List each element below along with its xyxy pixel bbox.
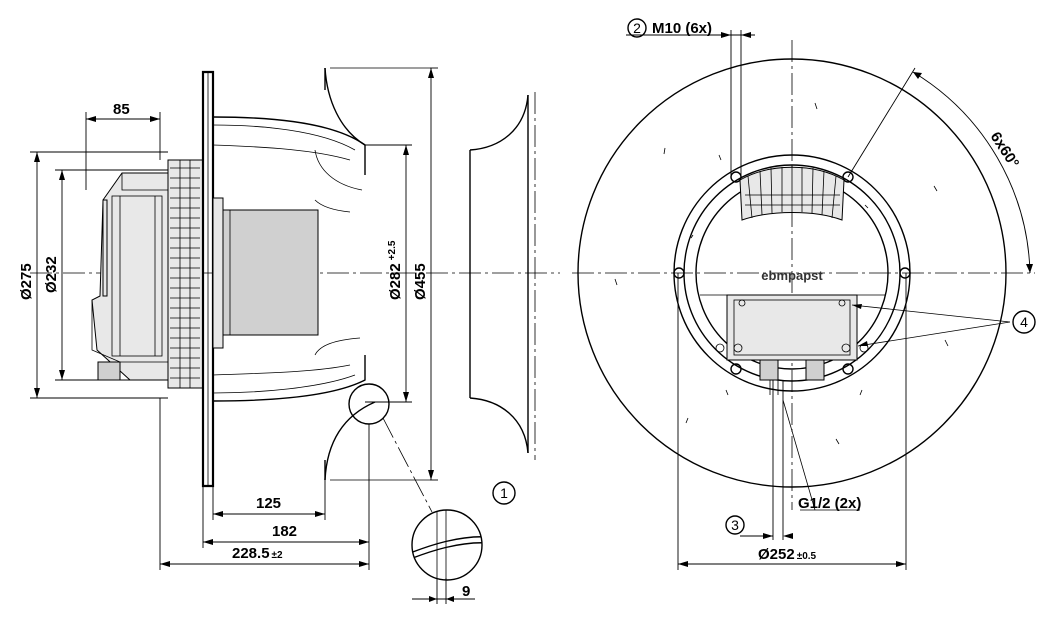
m10-label: M10 (6x) xyxy=(652,20,712,37)
dim-228-label: 228.5±2 xyxy=(232,545,283,562)
dim-125-label: 125 xyxy=(256,495,281,512)
callout-4-label: 4 xyxy=(1020,314,1028,330)
angle-label: 6x60° xyxy=(987,129,1023,171)
dim-228 xyxy=(159,398,370,570)
blade-slots xyxy=(614,102,949,445)
impeller-blades-top xyxy=(212,67,366,213)
callout-3-label: 3 xyxy=(731,517,739,533)
angle-dim xyxy=(847,67,1033,274)
motor-rotor xyxy=(212,197,319,349)
side-view: 9 1 85 Ø275 Ø232 xyxy=(18,67,560,604)
dim-182 xyxy=(202,424,370,548)
callout-2-label: 2 xyxy=(633,20,641,36)
dim-282-label: Ø282+2.5 xyxy=(387,240,404,300)
impeller-blades-bottom xyxy=(212,337,376,481)
detail-leader-line xyxy=(382,417,433,513)
callout-3-circle xyxy=(725,515,745,535)
callout-1-circle xyxy=(492,481,516,505)
m10-dim xyxy=(626,30,755,177)
dim-275-label: Ø275 xyxy=(18,263,35,300)
dim-125 xyxy=(212,480,326,520)
terminal-box-front xyxy=(700,294,885,361)
dim-182-label: 182 xyxy=(272,523,297,540)
dim-455 xyxy=(428,67,438,481)
callout-2-circle xyxy=(627,18,647,38)
dim-455-label: Ø455 xyxy=(412,263,429,300)
dim-232-label: Ø232 xyxy=(43,256,60,293)
dim-232 xyxy=(55,169,168,381)
g12-leader xyxy=(740,380,860,540)
dim-252-label: Ø252±0.5 xyxy=(758,546,817,563)
cable-glands xyxy=(759,359,825,395)
cooling-grille xyxy=(739,166,845,221)
detail-view xyxy=(411,509,483,604)
dim-9-label: 9 xyxy=(462,583,470,600)
outer-disc xyxy=(577,58,1007,488)
dim-85-label: 85 xyxy=(113,101,130,118)
terminal-box xyxy=(91,172,169,381)
callout-4-circle xyxy=(1012,310,1036,334)
impeller-shroud xyxy=(324,67,430,481)
callout-1-label: 1 xyxy=(500,485,508,501)
callout-4-leaders xyxy=(851,304,1011,347)
dim-252 xyxy=(677,273,907,570)
cooling-fins xyxy=(167,159,204,389)
dim-282 xyxy=(365,144,412,403)
front-view: ebmpapst xyxy=(572,18,1036,570)
g12-label: G1/2 (2x) xyxy=(798,495,861,512)
dim-275 xyxy=(30,151,168,399)
inlet-ring xyxy=(469,92,536,460)
brand-label: ebmpapst xyxy=(761,268,823,283)
